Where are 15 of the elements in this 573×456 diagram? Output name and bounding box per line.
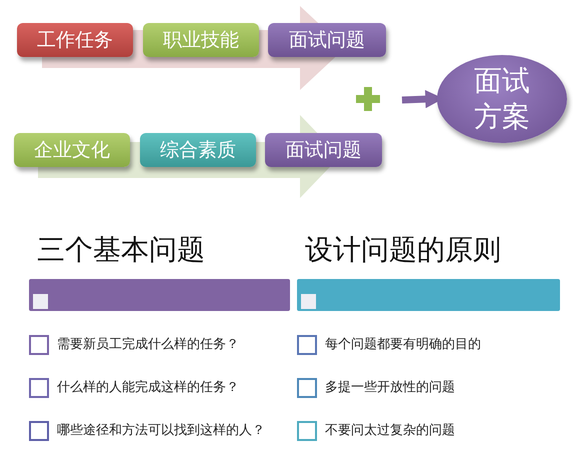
list-item-text: 不要问太过复杂的问题	[325, 422, 455, 440]
list-item-text: 什么样的人能完成这样的任务？	[57, 379, 239, 397]
process-box: 职业技能	[143, 23, 259, 57]
process-box: 面试问题	[268, 23, 386, 57]
process-box: 工作任务	[17, 23, 133, 57]
list-item-text: 需要新员工完成什么样的任务？	[57, 336, 239, 354]
result-circle: 面试方案	[437, 55, 567, 143]
process-box: 综合素质	[140, 133, 256, 167]
section-heading: 三个基本问题	[37, 232, 205, 268]
section-heading: 设计问题的原则	[305, 232, 501, 268]
list-item-text: 多提一些开放性的问题	[325, 379, 455, 397]
list-item-text: 哪些途径和方法可以找到这样的人？	[57, 422, 265, 440]
process-box: 企业文化	[14, 133, 130, 167]
list-item-text: 每个问题都要有明确的目的	[325, 336, 481, 354]
process-box: 面试问题	[265, 133, 382, 167]
